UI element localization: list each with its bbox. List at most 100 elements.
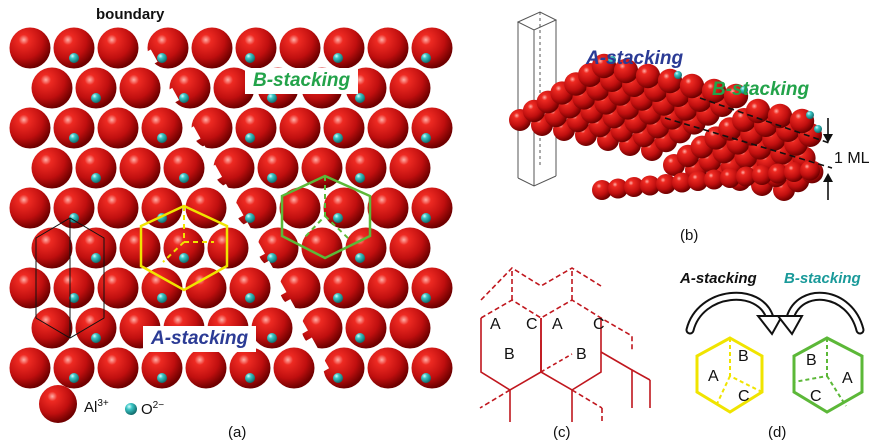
al-atom bbox=[640, 175, 660, 196]
al-atom bbox=[367, 267, 409, 309]
al-atom bbox=[75, 307, 117, 349]
al-atom bbox=[213, 67, 255, 109]
legend-al-label: Al3+ bbox=[84, 398, 109, 416]
al-atom bbox=[141, 107, 183, 149]
al-atom bbox=[141, 187, 183, 229]
al-atom bbox=[119, 147, 161, 189]
caption-a: (a) bbox=[228, 424, 247, 441]
al-atom bbox=[279, 267, 321, 309]
o-atom bbox=[355, 333, 365, 343]
d-right-letter-b: B bbox=[806, 352, 817, 369]
al-atom bbox=[53, 107, 95, 149]
o-atom bbox=[421, 293, 431, 303]
o-atom bbox=[179, 173, 189, 183]
al-atom bbox=[31, 67, 73, 109]
al-atom bbox=[235, 27, 277, 69]
al-atom bbox=[367, 347, 409, 389]
al-atom bbox=[323, 267, 365, 309]
o-atom bbox=[333, 293, 343, 303]
o-atom bbox=[267, 173, 277, 183]
al-atom bbox=[9, 187, 51, 229]
o-atom bbox=[245, 293, 255, 303]
al-atom bbox=[9, 267, 51, 309]
al-atom bbox=[251, 307, 293, 349]
b-b-stacking-label: B-stacking bbox=[712, 79, 810, 100]
al-atom bbox=[301, 227, 343, 269]
al-atom bbox=[141, 347, 183, 389]
o-atom bbox=[267, 93, 277, 103]
legend-o-label: O2− bbox=[141, 400, 165, 418]
ml-arrow-up bbox=[823, 173, 833, 200]
al-atom bbox=[768, 163, 788, 184]
al-atom bbox=[53, 27, 95, 69]
ml-label: 1 ML bbox=[834, 150, 870, 167]
c-letter-a2: A bbox=[552, 316, 563, 333]
panel-b-atoms bbox=[509, 53, 824, 201]
o-atom bbox=[814, 125, 822, 133]
al-atom bbox=[389, 227, 431, 269]
al-atom bbox=[679, 73, 705, 99]
al-atom bbox=[191, 107, 233, 149]
al-atom bbox=[9, 347, 51, 389]
al-atom bbox=[279, 187, 321, 229]
al-atom bbox=[323, 27, 365, 69]
o-atom bbox=[421, 53, 431, 63]
o-atom bbox=[740, 86, 748, 94]
al-atom bbox=[411, 347, 453, 389]
al-atom bbox=[389, 307, 431, 349]
al-atom bbox=[323, 107, 365, 149]
al-atom bbox=[163, 227, 205, 269]
al-atom bbox=[185, 187, 227, 229]
o-atom bbox=[91, 333, 101, 343]
al-atom bbox=[75, 147, 117, 189]
al-atom bbox=[411, 107, 453, 149]
al-atom bbox=[279, 107, 321, 149]
o-atom bbox=[157, 53, 167, 63]
d-left-letter-c: C bbox=[738, 388, 750, 405]
caption-c: (c) bbox=[553, 424, 571, 441]
al-atom bbox=[784, 162, 804, 182]
al-atom bbox=[273, 347, 315, 389]
al-atom bbox=[213, 147, 255, 189]
o-atom bbox=[806, 111, 814, 119]
al-atom bbox=[736, 166, 756, 187]
al-atom bbox=[257, 227, 299, 269]
al-atom bbox=[119, 67, 161, 109]
o-atom bbox=[245, 213, 255, 223]
o-atom bbox=[355, 253, 365, 263]
o-atom bbox=[674, 71, 682, 79]
o-atom bbox=[421, 133, 431, 143]
d-right-letter-a: A bbox=[842, 370, 853, 387]
boundary-label: boundary bbox=[96, 6, 165, 23]
al-atom bbox=[235, 107, 277, 149]
al-atom bbox=[279, 27, 321, 69]
al-atom bbox=[53, 187, 95, 229]
o-atom bbox=[91, 93, 101, 103]
d-left-letter-b: B bbox=[738, 348, 749, 365]
green-hexagon-d bbox=[792, 336, 864, 414]
o-atom bbox=[267, 333, 277, 343]
o-atom bbox=[157, 133, 167, 143]
c-letter-c2: C bbox=[593, 316, 605, 333]
o-atom bbox=[69, 213, 79, 223]
al-atom bbox=[141, 267, 183, 309]
o-atom bbox=[157, 293, 167, 303]
o-atom bbox=[245, 53, 255, 63]
caption-b: (b) bbox=[680, 227, 699, 244]
al-atom bbox=[75, 67, 117, 109]
al-atom bbox=[97, 187, 139, 229]
al-atom bbox=[323, 347, 365, 389]
al-atom bbox=[411, 27, 453, 69]
al-atom bbox=[389, 67, 431, 109]
o-atom bbox=[608, 56, 616, 64]
al-atom bbox=[701, 78, 727, 104]
o-atom bbox=[69, 53, 79, 63]
o-atom bbox=[355, 173, 365, 183]
al-atom bbox=[745, 98, 771, 124]
o-atom bbox=[91, 173, 101, 183]
al-atom bbox=[688, 171, 708, 191]
al-atom bbox=[97, 27, 139, 69]
legend-o-icon bbox=[125, 403, 137, 415]
yellow-hexagon bbox=[139, 204, 229, 292]
yellow-hexagon-d bbox=[695, 336, 764, 414]
